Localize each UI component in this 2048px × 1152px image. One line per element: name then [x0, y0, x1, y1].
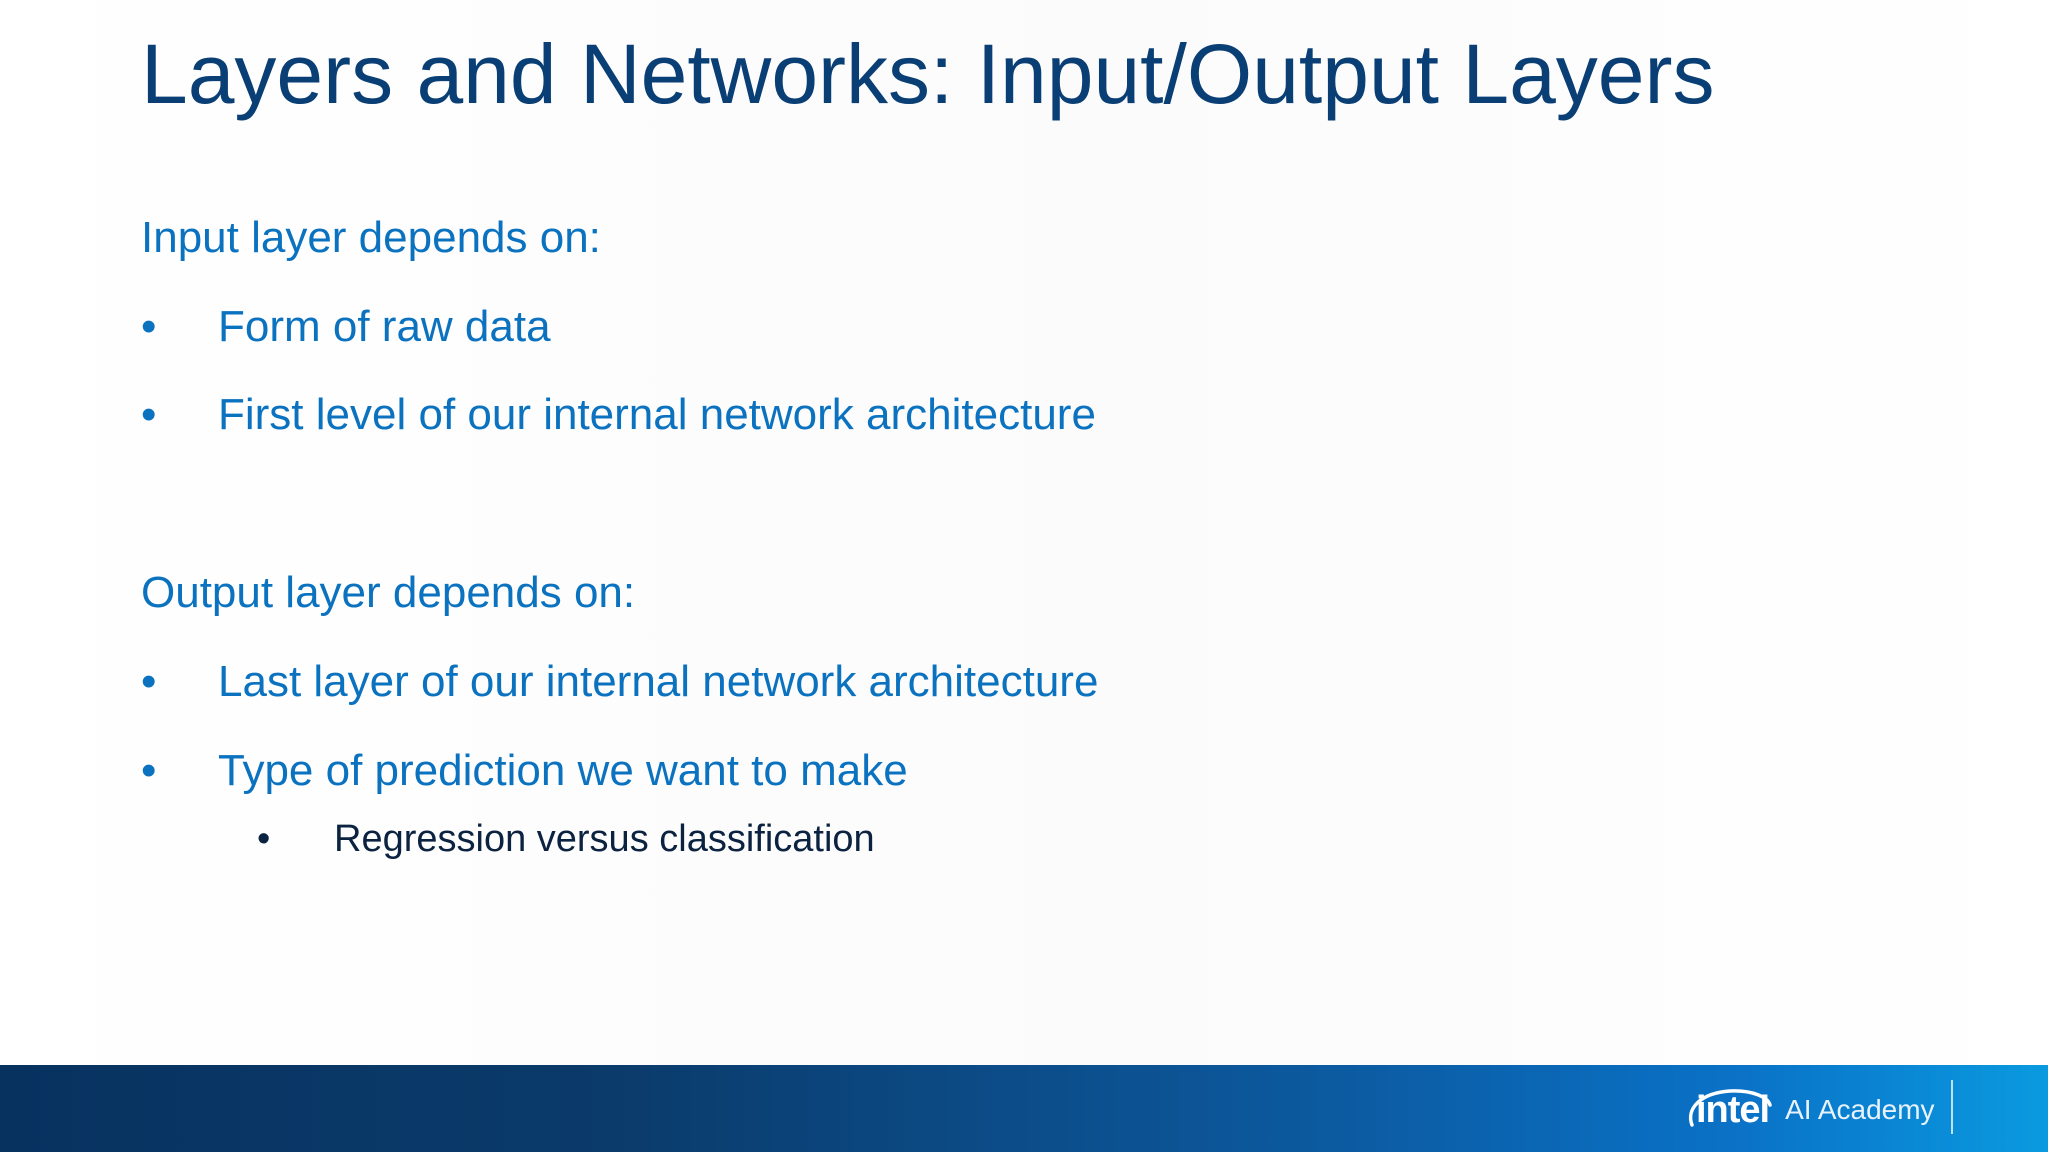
input-bullet-1-text: Form of raw data [218, 302, 551, 351]
slide-title: Layers and Networks: Input/Output Layers [141, 27, 1715, 121]
bullet-icon: • [141, 302, 157, 351]
bullet-icon: • [141, 390, 157, 439]
input-section-heading: Input layer depends on: [141, 213, 601, 262]
bullet-icon: • [141, 746, 157, 795]
intel-swoosh-icon [1688, 1088, 1772, 1127]
output-bullet-2-text: Type of prediction we want to make [218, 746, 908, 795]
output-sub-bullet-1-text: Regression versus classification [334, 818, 875, 860]
logo-product-text: AI Academy [1785, 1094, 1935, 1125]
footer-bar [0, 1065, 2048, 1152]
footer-divider [1951, 1080, 1953, 1134]
input-bullet-2-text: First level of our internal network arch… [218, 390, 1096, 439]
output-section-heading: Output layer depends on: [141, 568, 636, 617]
intel-logo-wordmark: intel [1688, 1089, 1775, 1132]
bullet-icon: • [141, 657, 157, 706]
intel-ai-academy-logo: intel AI Academy [1688, 1080, 1935, 1140]
output-bullet-1-text: Last layer of our internal network archi… [218, 657, 1099, 706]
sub-bullet-icon: • [257, 818, 271, 860]
